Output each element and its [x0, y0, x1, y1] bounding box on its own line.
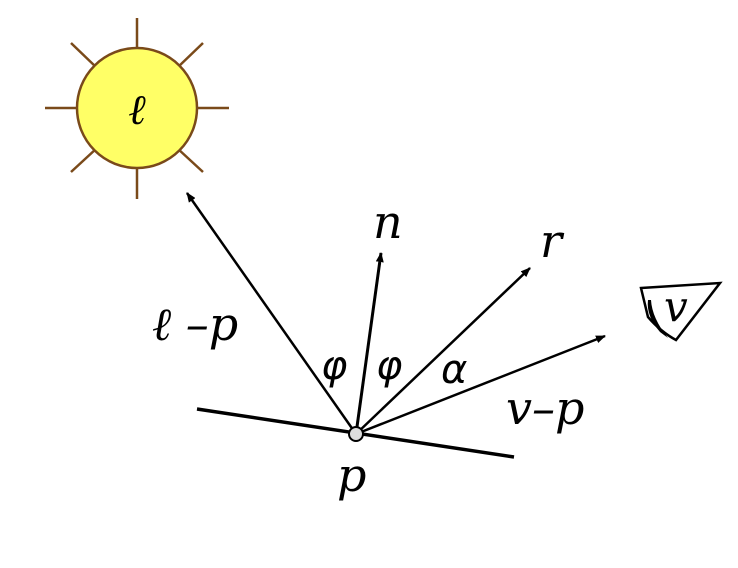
view-direction-arrow [355, 334, 606, 436]
phi-left-label: φ [321, 343, 347, 389]
sun-disk [75, 46, 199, 170]
light-direction-arrow [185, 192, 358, 435]
surface-point [348, 426, 364, 442]
sun-rays [45, 18, 229, 199]
eye-label: v [664, 282, 688, 331]
point-label: p [337, 448, 366, 502]
reflection-label: r [540, 214, 565, 268]
normal-arrow [354, 252, 384, 435]
light-direction-label: ℓ –p [152, 297, 238, 351]
light-source-sun: ℓ [45, 18, 229, 199]
reflection-arrow [355, 267, 531, 435]
normal-label: n [373, 195, 403, 249]
phi-right-label: φ [376, 343, 402, 389]
alpha-label: α [441, 347, 467, 393]
light-symbol: ℓ [128, 85, 146, 134]
view-direction-label: v–p [506, 381, 584, 435]
eye-icon: v [639, 281, 723, 342]
